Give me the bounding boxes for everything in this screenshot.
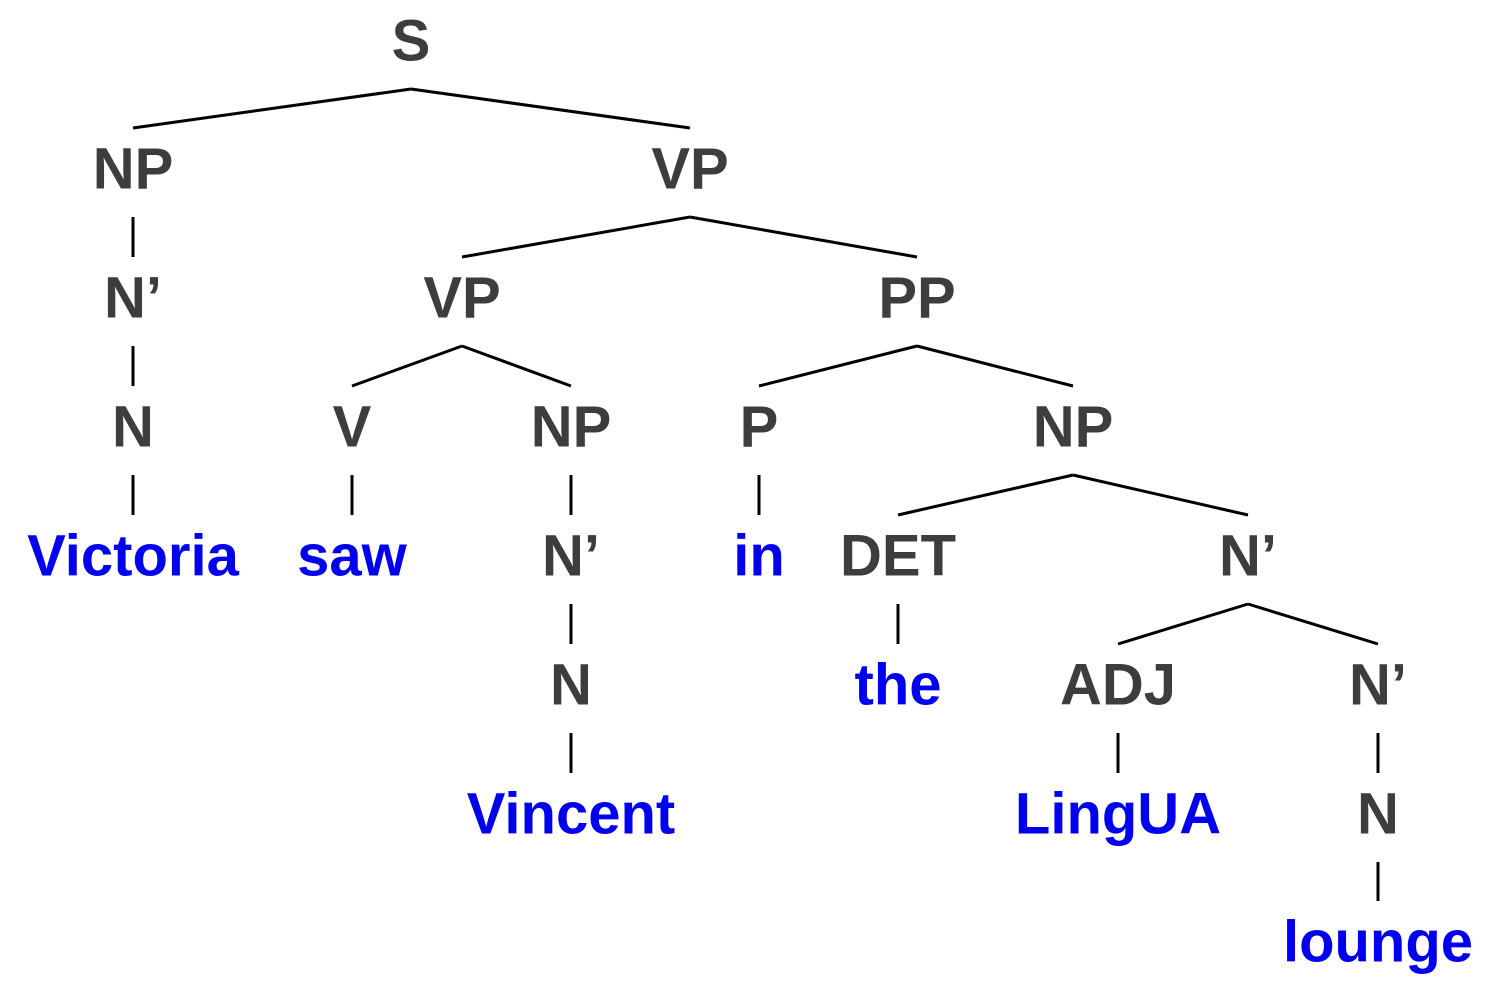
edge-pp-to-p xyxy=(758,344,918,388)
node-np1: NP xyxy=(93,136,174,201)
node-vp2: VP xyxy=(423,265,500,330)
node-np3: NP xyxy=(1033,394,1114,459)
tree-edges xyxy=(131,87,1380,901)
node-v: V xyxy=(333,394,372,459)
node-s: S xyxy=(392,8,431,73)
edge-np3-to-det xyxy=(897,473,1074,517)
edge-vp1-to-pp xyxy=(689,215,918,259)
word-w-victoria: Victoria xyxy=(27,523,239,588)
node-n3: N xyxy=(1357,781,1399,846)
word-w-the: the xyxy=(855,652,942,717)
edge-nbar3-to-nbar4 xyxy=(1247,602,1379,646)
word-w-lounge: lounge xyxy=(1283,909,1473,974)
word-w-lingua: LingUA xyxy=(1015,781,1221,846)
edge-s-to-vp1 xyxy=(410,87,691,130)
edge-pp-to-np3 xyxy=(916,344,1074,388)
word-w-in: in xyxy=(733,523,785,588)
edge-vp2-to-np2 xyxy=(461,344,572,388)
node-vp1: VP xyxy=(651,136,728,201)
node-pp: PP xyxy=(878,265,955,330)
node-nbar1: N’ xyxy=(104,265,162,330)
node-nbar2: N’ xyxy=(542,523,600,588)
node-p: P xyxy=(740,394,779,459)
node-det: DET xyxy=(840,523,956,588)
node-n1: N xyxy=(112,394,154,459)
node-nbar4: N’ xyxy=(1349,652,1407,717)
edge-nbar3-to-adj xyxy=(1117,602,1249,646)
edge-s-to-np1 xyxy=(132,87,412,130)
node-np2: NP xyxy=(531,394,612,459)
edge-vp1-to-vp2 xyxy=(461,215,691,259)
word-w-saw: saw xyxy=(297,523,408,588)
word-w-vincent: Vincent xyxy=(467,781,675,846)
node-n2: N xyxy=(550,652,592,717)
node-adj: ADJ xyxy=(1060,652,1176,717)
node-nbar3: N’ xyxy=(1219,523,1277,588)
edge-np3-to-nbar3 xyxy=(1072,473,1249,517)
edge-vp2-to-v xyxy=(351,344,463,388)
